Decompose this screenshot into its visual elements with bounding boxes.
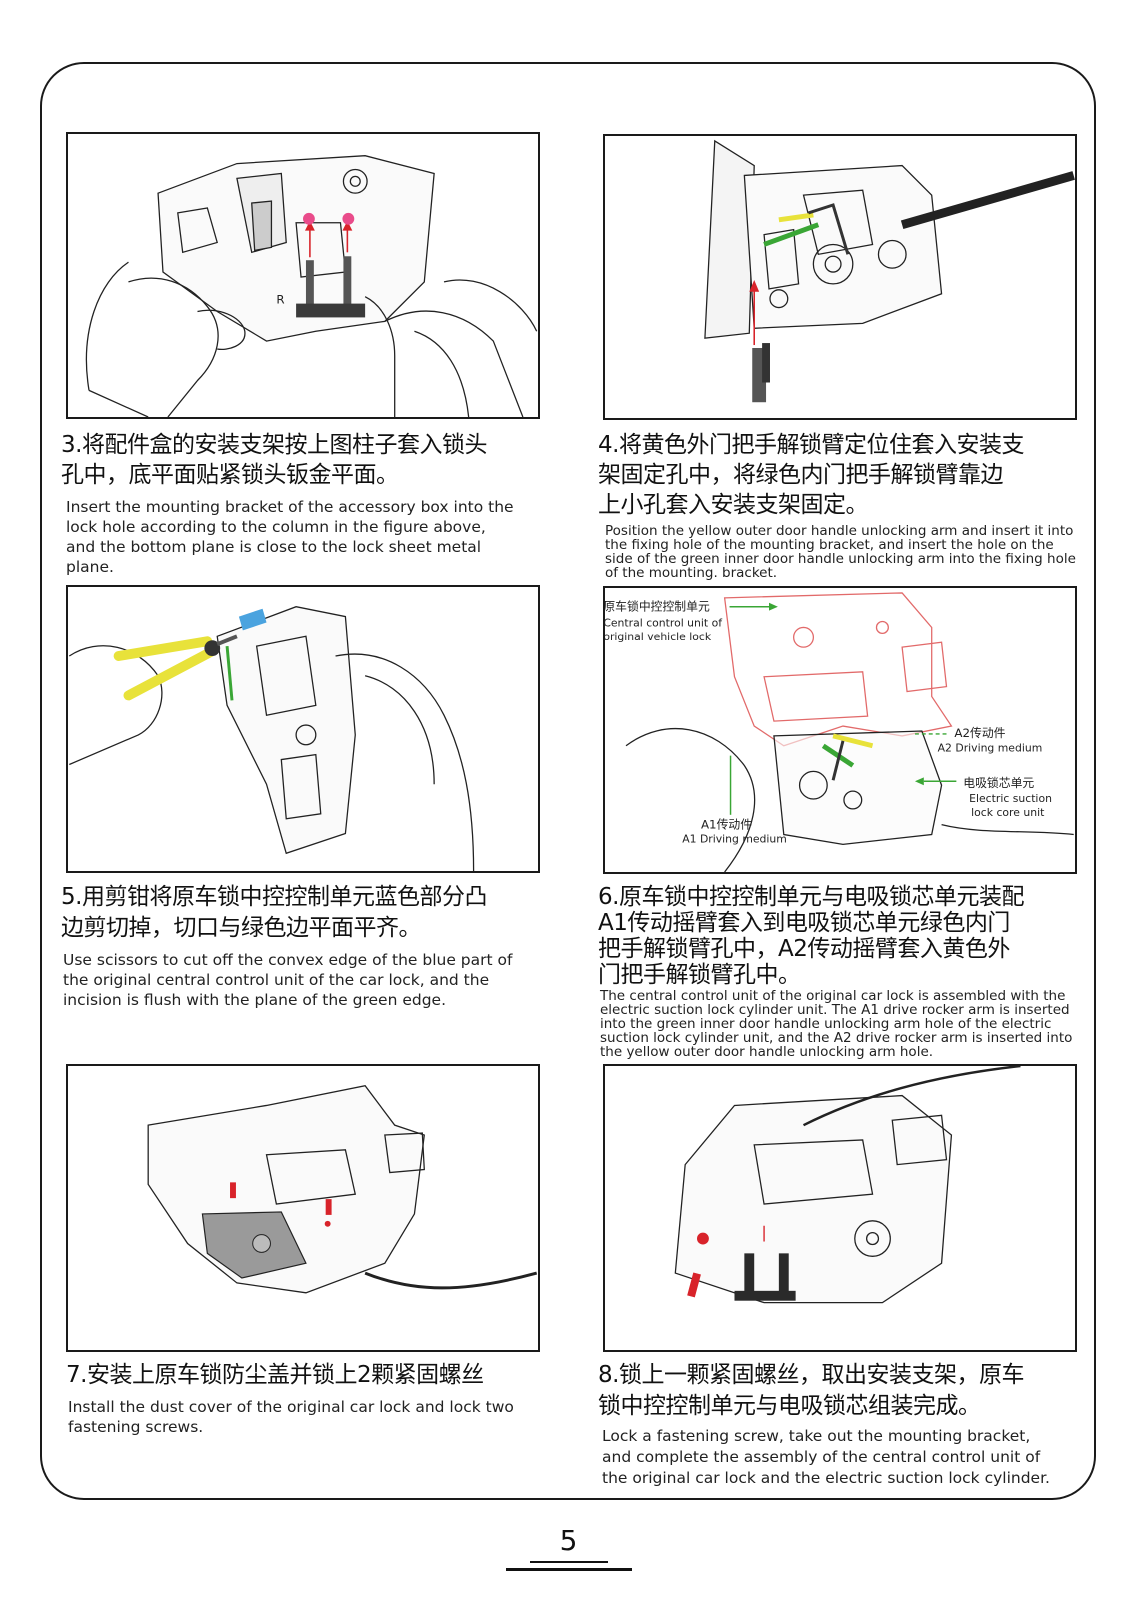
step-7-illustration bbox=[66, 1064, 540, 1352]
step-4-zh-line-3: 上小孔套入安装支架固定。 bbox=[598, 492, 869, 518]
step-5-illustration bbox=[66, 585, 540, 873]
step-6-en-line-5: the yellow outer door handle unlocking a… bbox=[600, 1044, 934, 1060]
step-4-en-line-1: Position the yellow outer door handle un… bbox=[605, 523, 1074, 539]
label-core-en-1: Electric suction bbox=[969, 792, 1052, 805]
step-5-drawing bbox=[68, 606, 475, 871]
step-3-illustration: R bbox=[66, 132, 540, 419]
step-8-en-line-3: the original car lock and the electric s… bbox=[602, 1469, 1050, 1487]
page-border bbox=[40, 62, 1096, 1500]
label-a2-en: A2 Driving medium bbox=[938, 742, 1043, 755]
step-3-en-line-3: and the bottom plane is close to the loc… bbox=[66, 538, 482, 556]
step-5-zh-line-1: 5.用剪钳将原车锁中控控制单元蓝色部分凸 bbox=[61, 884, 487, 910]
label-core-zh: 电吸锁芯单元 bbox=[963, 776, 1034, 790]
bracket-letter: R bbox=[276, 293, 284, 307]
step-6-en-line-2: electric suction lock cylinder unit. The… bbox=[600, 1002, 1070, 1018]
step-8-illustration bbox=[603, 1064, 1077, 1352]
label-ccu-en-1: Central control unit of bbox=[605, 616, 723, 629]
step-3-drawing: R bbox=[85, 155, 538, 417]
page-number: 5 bbox=[559, 1524, 578, 1557]
step-6-drawing: 原车锁中控控制单元 Central control unit of origin… bbox=[605, 592, 1074, 872]
label-a2-zh: A2传动件 bbox=[954, 726, 1005, 740]
step-4-illustration bbox=[603, 134, 1077, 420]
step-4-zh-line-2: 架固定孔中，将绿色内门把手解锁臂靠边 bbox=[598, 462, 1004, 488]
page-number-underline-base bbox=[506, 1568, 632, 1571]
step-8-zh-line-2: 锁中控控制单元与电吸锁芯组装完成。 bbox=[598, 1393, 981, 1419]
step-8-en-line-1: Lock a fastening screw, take out the mou… bbox=[602, 1427, 1031, 1445]
step-4-en-line-3: side of the green inner door handle unlo… bbox=[605, 551, 1076, 567]
label-a1-zh: A1传动件 bbox=[701, 818, 752, 832]
step-6-zh-line-3: 把手解锁臂孔中，A2传动摇臂套入黄色外 bbox=[598, 936, 1010, 962]
step-3-zh-line-1: 3.将配件盒的安装支架按上图柱子套入锁头 bbox=[61, 432, 487, 458]
step-6-zh-line-2: A1传动摇臂套入到电吸锁芯单元绿色内门 bbox=[598, 910, 1010, 936]
step-6-en-line-1: The central control unit of the original… bbox=[600, 988, 1066, 1004]
step-3-en-line-1: Insert the mounting bracket of the acces… bbox=[66, 498, 514, 516]
page-number-underline bbox=[530, 1561, 608, 1563]
step-8-en-line-2: and complete the assembly of the central… bbox=[602, 1448, 1041, 1466]
step-4-en-line-4: of the mounting. bracket. bbox=[605, 565, 778, 581]
step-3-en-line-4: plane. bbox=[66, 558, 114, 576]
step-7-zh-line-1: 7.安装上原车锁防尘盖并锁上2颗紧固螺丝 bbox=[66, 1362, 484, 1388]
step-5-en-line-1: Use scissors to cut off the convex edge … bbox=[63, 951, 513, 969]
label-core-en-2: lock core unit bbox=[971, 806, 1044, 819]
step-6-illustration: 原车锁中控控制单元 Central control unit of origin… bbox=[603, 586, 1077, 874]
step-7-drawing bbox=[147, 1085, 538, 1294]
step-8-drawing bbox=[674, 1066, 1021, 1304]
step-7-en-line-1: Install the dust cover of the original c… bbox=[68, 1398, 514, 1416]
step-6-en-line-3: into the green inner door handle unlocki… bbox=[600, 1016, 1052, 1032]
step-4-en-line-2: the fixing hole of the mounting bracket,… bbox=[605, 537, 1054, 553]
label-ccu-zh: 原车锁中控控制单元 bbox=[605, 600, 710, 614]
step-7-en-line-2: fastening screws. bbox=[68, 1418, 204, 1436]
step-5-en-line-2: the original central control unit of the… bbox=[63, 971, 490, 989]
step-5-zh-line-2: 边剪切掉，切口与绿色边平面平齐。 bbox=[61, 915, 422, 941]
step-4-zh-line-1: 4.将黄色外门把手解锁臂定位住套入安装支 bbox=[598, 432, 1024, 458]
label-a1-en: A1 Driving medium bbox=[682, 832, 787, 845]
step-6-zh-line-1: 6.原车锁中控控制单元与电吸锁芯单元装配 bbox=[598, 884, 1024, 910]
step-8-zh-line-1: 8.锁上一颗紧固螺丝，取出安装支架，原车 bbox=[598, 1362, 1024, 1388]
step-5-en-line-3: incision is flush with the plane of the … bbox=[63, 991, 447, 1009]
step-3-zh-line-2: 孔中，底平面贴紧锁头钣金平面。 bbox=[61, 462, 399, 488]
step-4-drawing bbox=[704, 139, 1075, 403]
step-6-zh-line-4: 门把手解锁臂孔中。 bbox=[598, 962, 801, 988]
step-3-en-line-2: lock hole according to the column in the… bbox=[66, 518, 486, 536]
label-ccu-en-2: original vehicle lock bbox=[605, 630, 712, 643]
step-6-en-line-4: suction lock cylinder unit, and the A2 d… bbox=[600, 1030, 1073, 1046]
